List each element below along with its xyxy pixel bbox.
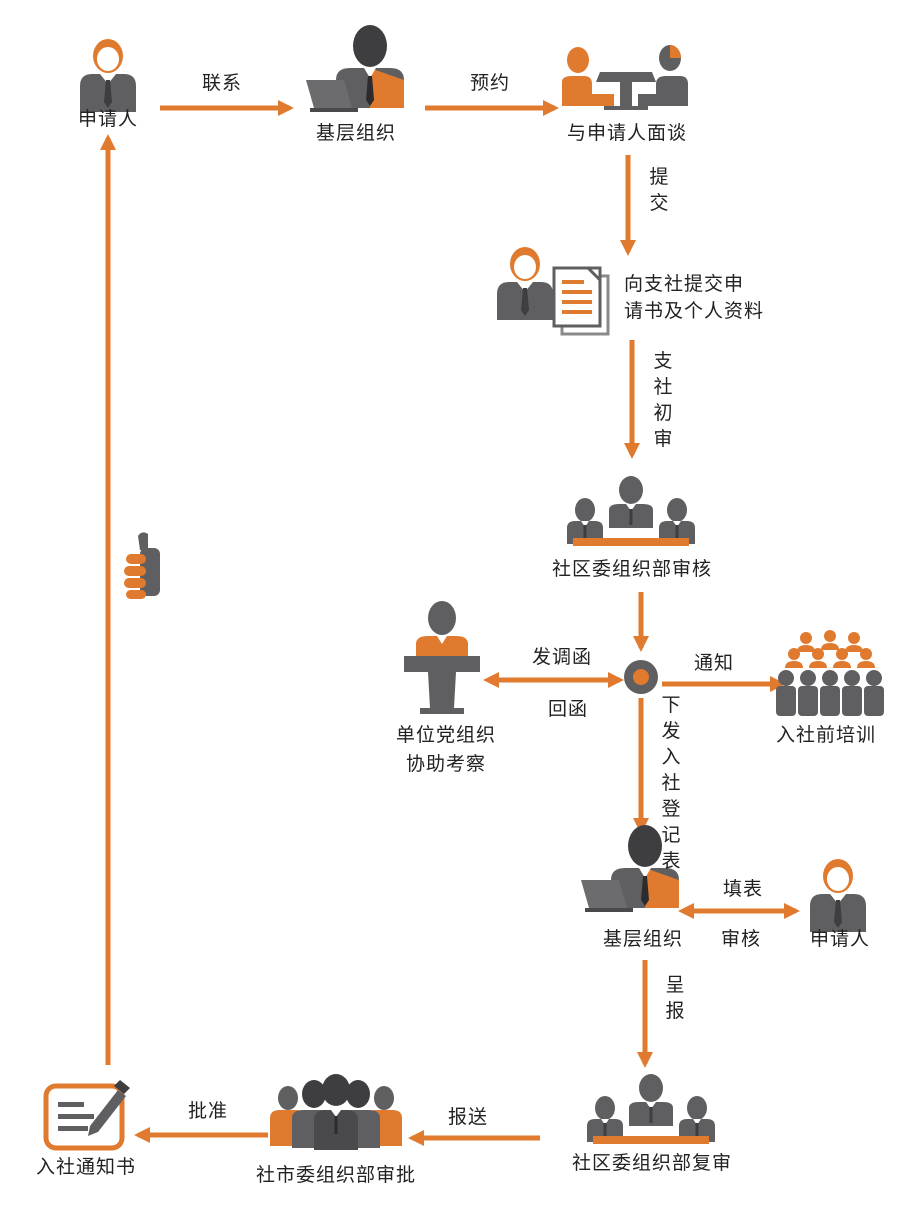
meeting-icon (567, 476, 695, 546)
document-stack-icon (552, 266, 610, 336)
audience-group-icon (776, 630, 884, 716)
edge-label-submit: 提交 (649, 166, 669, 214)
edge-label-notify: 通知 (693, 652, 735, 674)
node-community-review: 社区委组织部审核 (551, 558, 713, 580)
node-submit-docs-line2: 请书及个人资料 (624, 300, 765, 322)
edge-label-send-letter: 发调函 (531, 646, 593, 668)
edge-label-branch-prelim: 支社初审 (653, 350, 673, 450)
official-laptop-icon (306, 25, 404, 112)
node-applicant-top: 申请人 (77, 108, 139, 130)
edge-label-contact: 联系 (201, 72, 243, 94)
node-notice: 入社通知书 (35, 1156, 137, 1178)
node-grassroots-top: 基层组织 (315, 122, 397, 144)
node-applicant-mid: 申请人 (809, 928, 871, 950)
edge-label-appointment: 预约 (469, 72, 511, 94)
interview-table-icon (562, 45, 688, 110)
thumbs-up-icon (124, 532, 160, 599)
podium-speaker-icon (404, 601, 480, 714)
edge-label-issue-form: 下发入社登记表 (661, 694, 681, 872)
node-city-approval: 社市委组织部审批 (255, 1164, 417, 1186)
edge-label-reply-letter: 回函 (547, 698, 589, 720)
node-community-recheck: 社区委组织部复审 (571, 1152, 733, 1174)
node-interview: 与申请人面谈 (566, 122, 688, 144)
person-icon (810, 859, 866, 932)
edge-label-present: 呈报 (665, 974, 685, 1022)
node-submit-docs-line1: 向支社提交申 (624, 273, 745, 295)
meeting-icon (587, 1074, 715, 1144)
node-training: 入社前培训 (775, 724, 877, 746)
edge-label-report: 报送 (447, 1106, 489, 1128)
edge-label-audit: 审核 (720, 928, 762, 950)
edge-label-fill-form: 填表 (722, 878, 764, 900)
node-unit-party-line2: 协助考察 (405, 753, 487, 775)
node-unit-party-line1: 单位党组织 (395, 724, 497, 746)
person-icon (80, 39, 136, 112)
notice-pen-icon (46, 1080, 130, 1148)
hub-node-icon (624, 660, 658, 694)
person-icon (497, 247, 553, 320)
edge-label-approve: 批准 (187, 1100, 229, 1122)
crowd-icon (270, 1074, 402, 1150)
node-grassroots-mid: 基层组织 (602, 928, 684, 950)
